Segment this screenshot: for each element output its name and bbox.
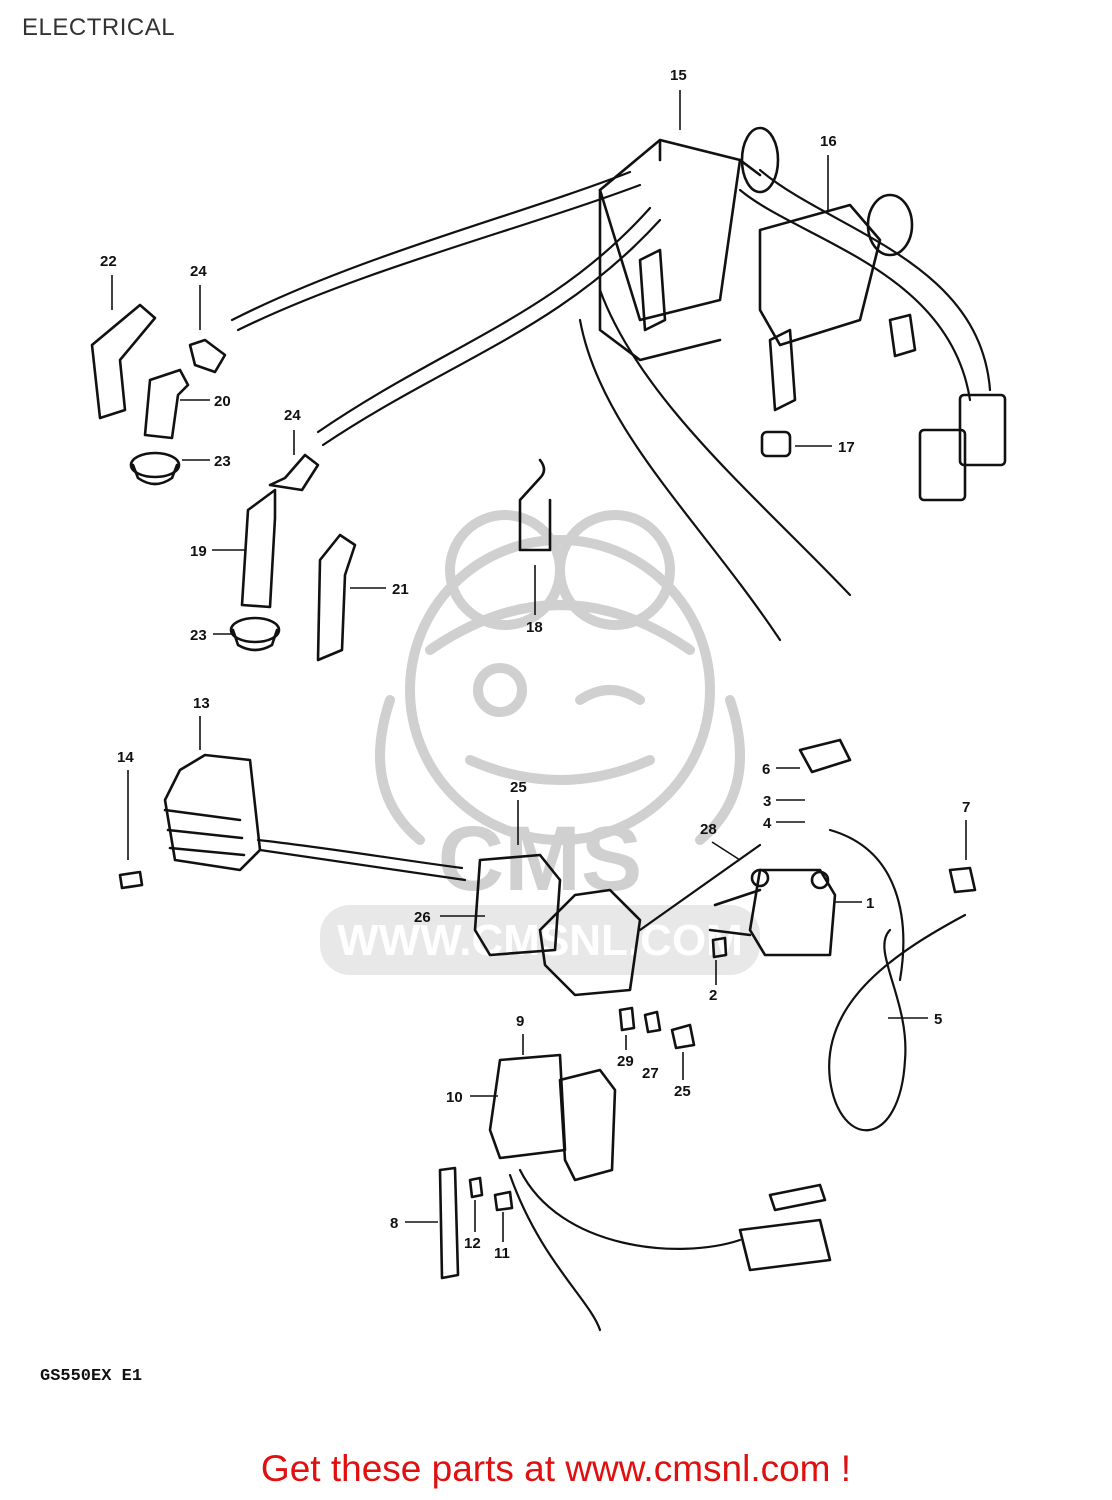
battery-cable <box>828 913 967 1132</box>
lead-clamp <box>518 458 552 552</box>
callout-19: 19 <box>190 543 207 560</box>
callout-labels: 15 16 17 18 19 20 21 22 23 23 24 24 13 1… <box>100 67 970 1262</box>
callout-8: 8 <box>390 1215 398 1232</box>
callout-28: 27 <box>642 1065 659 1082</box>
model-code: GS550EX E1 <box>40 1367 142 1386</box>
callout-1: 1 <box>866 895 874 912</box>
callout-16: 16 <box>820 133 837 150</box>
callout-3: 3 <box>763 793 771 810</box>
wiring-harness <box>438 1166 832 1332</box>
callout-24a: 24 <box>190 263 207 280</box>
callout-6: 6 <box>762 761 770 778</box>
regulator-rectifier <box>118 753 467 890</box>
watermark-mascot: CMS WWW.CMSNL.COM <box>320 510 760 975</box>
spark-plug-caps <box>90 303 357 662</box>
callout-18: 18 <box>526 619 543 636</box>
callout-30: 28 <box>700 821 717 838</box>
callout-5: 5 <box>934 1011 942 1028</box>
callout-23a: 23 <box>214 453 231 470</box>
callout-2: 2 <box>709 987 717 1004</box>
callout-14: 14 <box>117 749 134 766</box>
high-tension-leads <box>230 168 1007 642</box>
callout-7: 7 <box>962 799 970 816</box>
watermark-url: WWW.CMSNL.COM <box>337 916 743 965</box>
callout-13: 13 <box>193 695 210 712</box>
callout-12: 12 <box>464 1235 481 1252</box>
callout-15: 15 <box>670 67 687 84</box>
callout-10: 10 <box>446 1089 463 1106</box>
cta-link[interactable]: Get these parts at www.cmsnl.com ! <box>260 1448 852 1489</box>
callout-9: 9 <box>516 1013 524 1030</box>
callout-22: 22 <box>100 253 117 270</box>
ignition-coil-assembly <box>598 126 917 412</box>
callout-21: 21 <box>392 581 409 598</box>
callout-26: 26 <box>414 909 431 926</box>
callout-29: 29 <box>617 1053 634 1070</box>
page-title: ELECTRICAL <box>22 14 176 41</box>
fuse-box <box>488 1006 696 1182</box>
callout-20: 20 <box>214 393 231 410</box>
starter-relay <box>708 738 977 982</box>
callout-23b: 23 <box>190 627 207 644</box>
callout-25: 25 <box>510 779 527 796</box>
callout-17: 17 <box>838 439 855 456</box>
callout-4: 4 <box>763 815 772 832</box>
callout-27: 25 <box>674 1083 691 1100</box>
callout-11: 11 <box>494 1245 510 1262</box>
callout-24b: 24 <box>284 407 301 424</box>
watermark-logo: CMS <box>438 808 642 910</box>
coil-nut <box>760 430 792 458</box>
